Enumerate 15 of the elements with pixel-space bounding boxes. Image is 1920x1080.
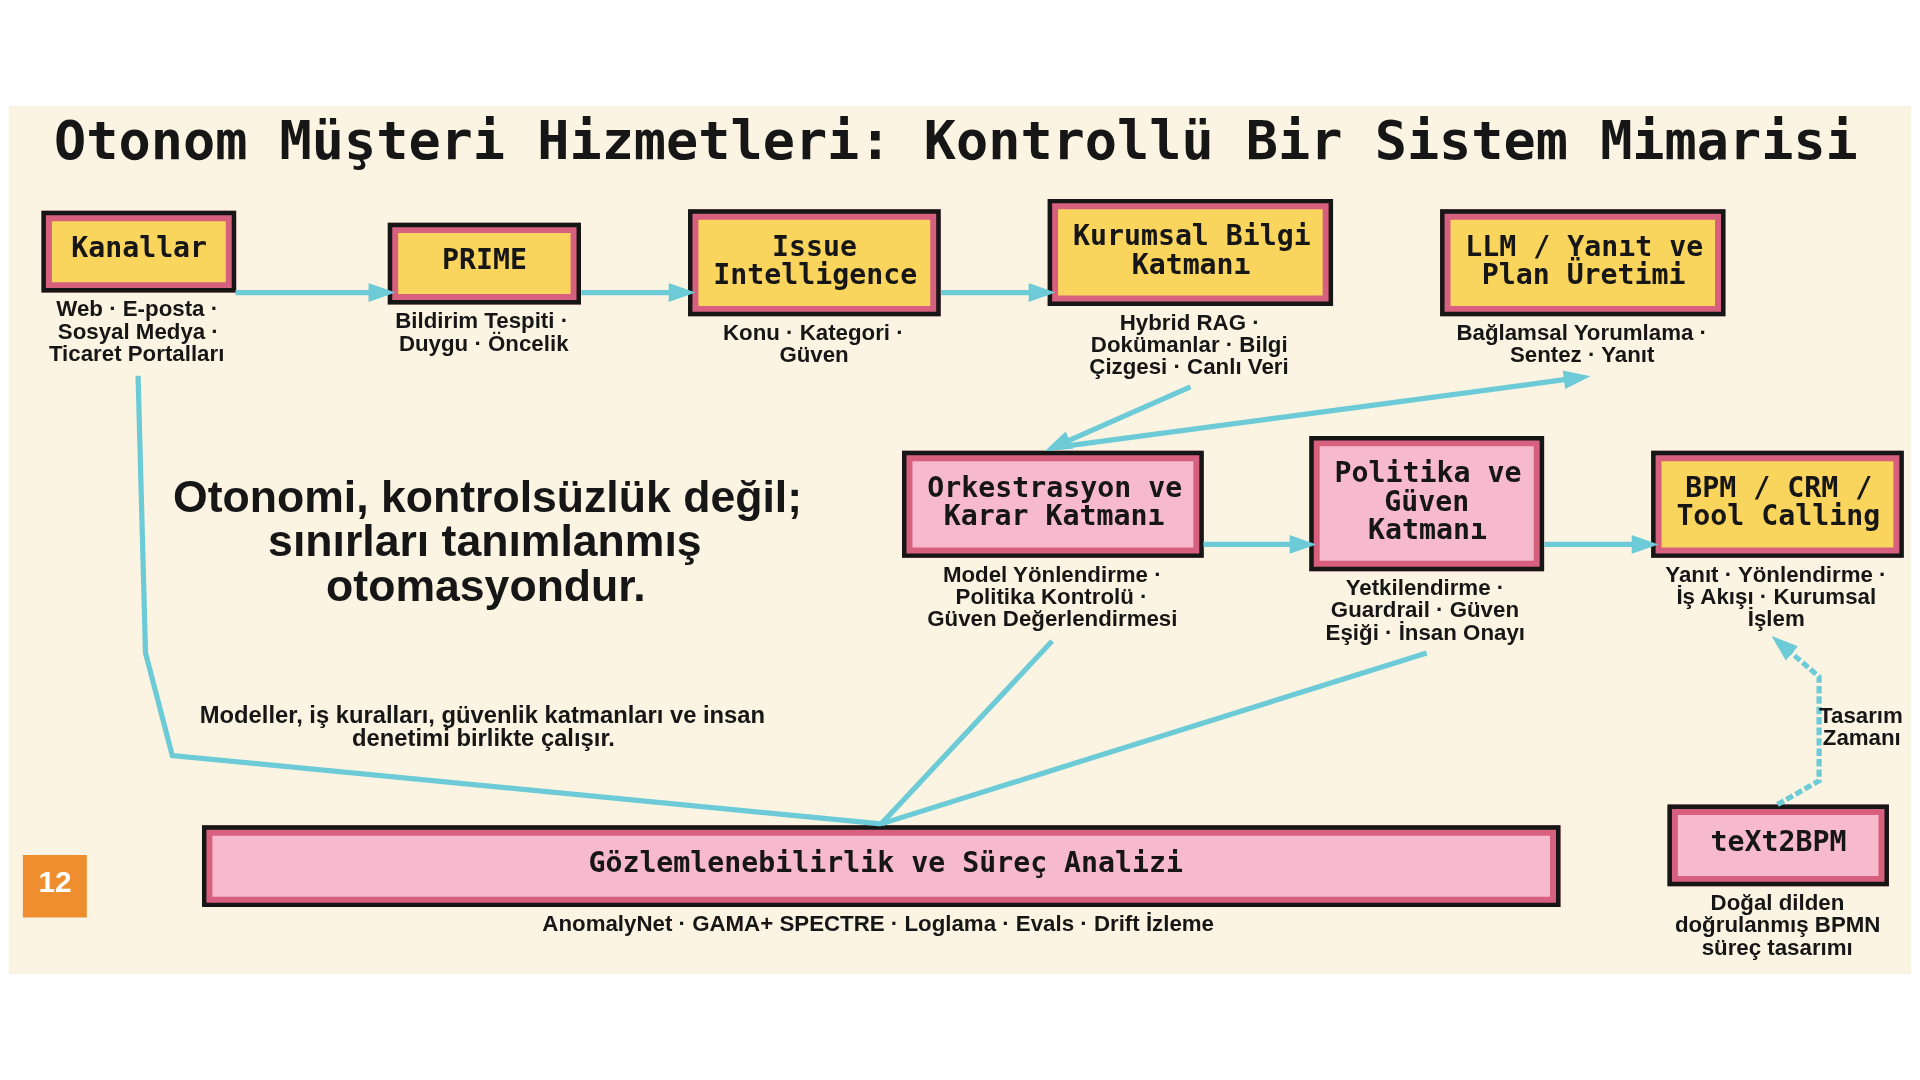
node-label: Bağlamsal Yorumlama · Sentez · Yanıt bbox=[1456, 320, 1707, 368]
label: Otonomi, kontrolsüzlük değil; sınırları tanımlanmış otomasyondur. bbox=[173, 471, 803, 610]
node-label: Bildirim Tespiti · Duygu · Öncelik bbox=[395, 308, 569, 356]
node-label: Yanıt · Yönlendirme · İş Akışı · Kurumsal İşlem bbox=[1665, 561, 1887, 632]
diagram-title: Otonom Müşteri Hizmetleri: Kontrollü Bir Sistem Mimarisi bbox=[54, 109, 1858, 173]
node-label: Hybrid RAG · Dokümanlar · Bilgi Çizgesi · Canlı Veri bbox=[1089, 309, 1289, 380]
label: 12 bbox=[38, 865, 72, 899]
node-label: AnomalyNet · GAMA+ SPECTRE · Loglama · Evals · Drift İzleme bbox=[542, 910, 1215, 936]
node-label: Model Yönlendirme · Politika Kontrolü · Güven Değerlendirmesi bbox=[927, 561, 1178, 632]
node-label: Yetkilendirme · Guardrail · Güven Eşiği · İnsan Onayı bbox=[1325, 574, 1525, 645]
node-label: Web · E-posta · Sosyal Medya · Ticaret Portalları bbox=[48, 296, 225, 366]
label: Modeller, iş kuralları, güvenlik katmanları ve insan denetimi birlikte çalışır. bbox=[199, 700, 766, 752]
node-label: Doğal dilden doğrulanmış BPMN süreç tasarımı bbox=[1674, 890, 1881, 960]
node-label: Konu · Kategori · Güven bbox=[722, 320, 904, 368]
edge-label: Tasarım Zamanı bbox=[1819, 702, 1903, 751]
